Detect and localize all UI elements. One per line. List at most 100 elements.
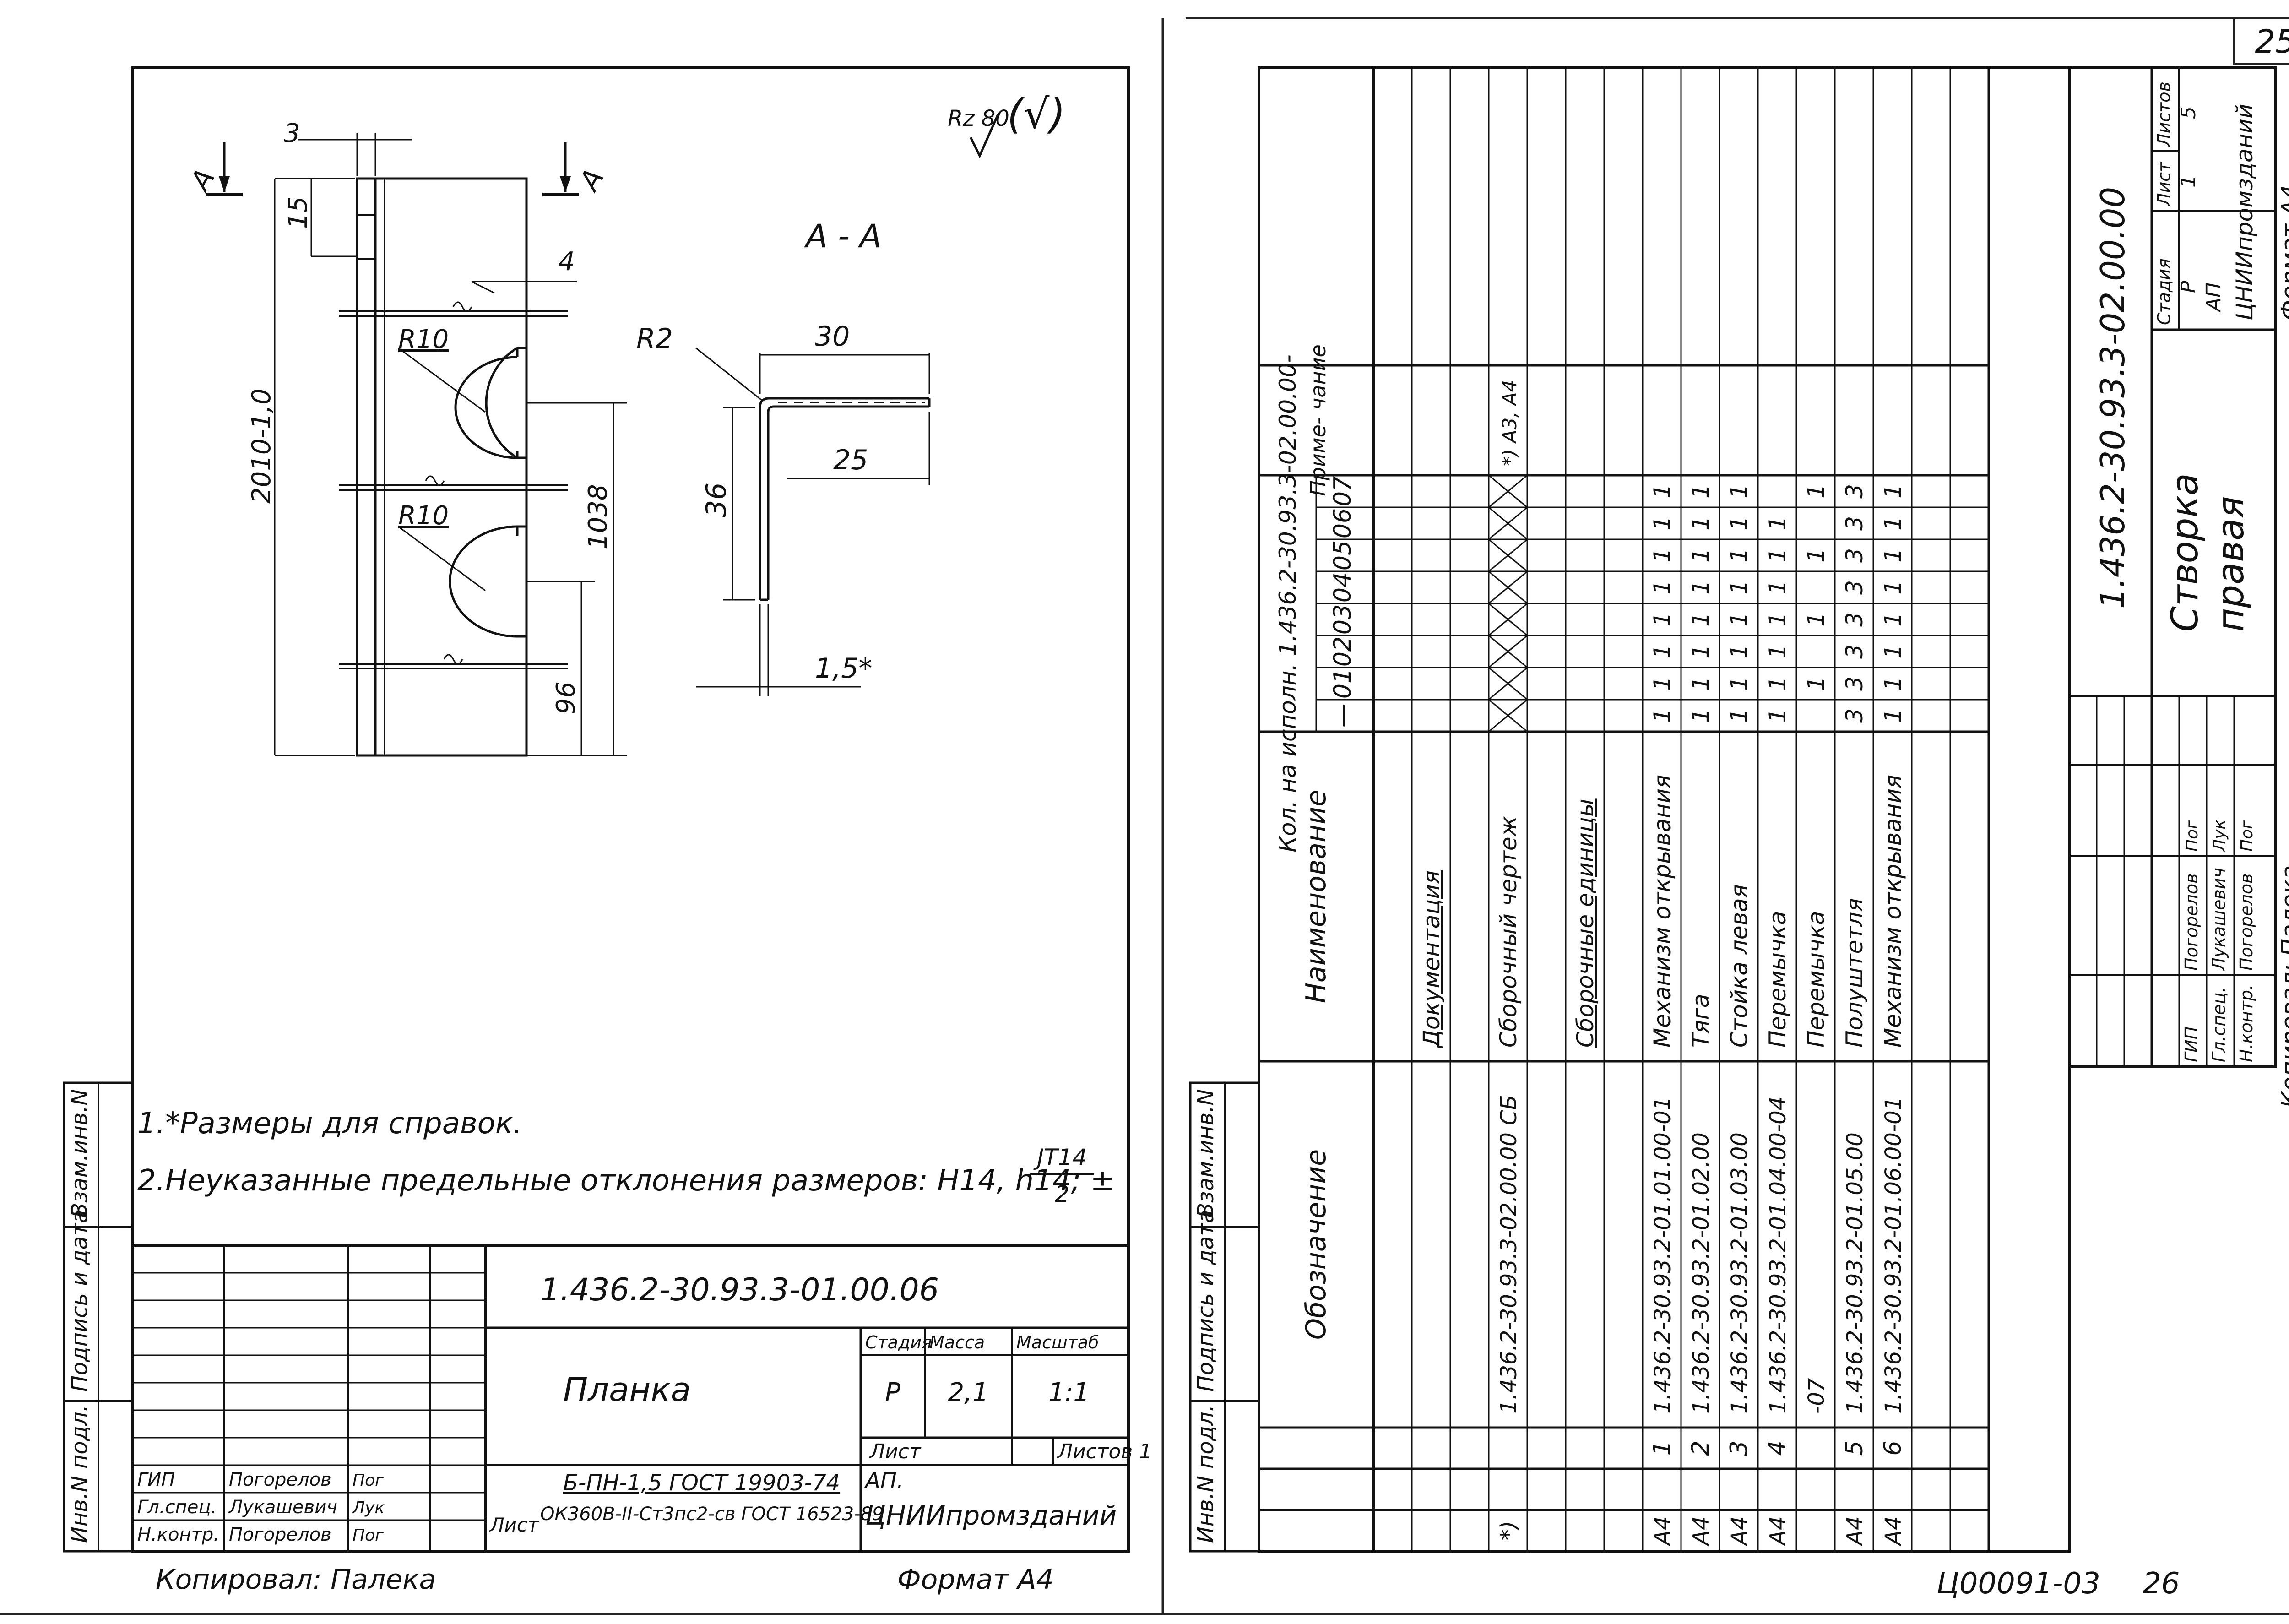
qty-cell: 1 <box>1880 516 1906 531</box>
row-note: *) А3, А4 <box>1498 380 1521 466</box>
r-side-label-replace: Взам.инв.N <box>1193 1089 1219 1218</box>
col-stage: Стадия <box>865 1332 932 1352</box>
role-2: Гл.спец. <box>137 1497 217 1518</box>
r-sign-2: Лук <box>2210 820 2229 853</box>
person-3: Погорелов <box>229 1524 331 1545</box>
qty-cell: 1 <box>1803 676 1829 691</box>
row-name: Полуштетля <box>1841 898 1868 1048</box>
org-ap: АП. <box>864 1468 904 1494</box>
dim-15: 15 <box>283 196 313 229</box>
dim-25: 25 <box>833 444 868 476</box>
person-1: Погорелов <box>229 1469 331 1490</box>
dim-r2: R2 <box>636 323 673 355</box>
qty-cell: 1 <box>1649 644 1676 659</box>
qty-cell: 3 <box>1841 708 1868 723</box>
r-col-sheets: Листов <box>2154 81 2174 147</box>
cross-mark <box>1488 635 1528 668</box>
mass-value: 2,1 <box>948 1378 988 1407</box>
sign-2: Лук <box>352 1499 385 1517</box>
r-role-2: Гл.спец. <box>2209 987 2229 1062</box>
qty-cell: 1 <box>1764 676 1791 691</box>
qty-cell: 1 <box>1687 676 1714 691</box>
row-name: Сборочные единицы <box>1572 798 1599 1048</box>
qty-cell: 1 <box>1726 580 1752 595</box>
right-name-1: Створка <box>2164 473 2206 632</box>
material-line2: ОК360В-II-Ст3пс2-св ГОСТ 16523-89 <box>540 1504 884 1525</box>
variant-7: 07 <box>1329 476 1356 506</box>
qty-cell: 1 <box>1726 676 1752 691</box>
qty-cell: 1 <box>1726 484 1752 499</box>
note-2: 2.Неуказанные предельные отклонения разм… <box>137 1164 1115 1198</box>
stage-value: Р <box>885 1378 900 1407</box>
qty-cell: 1 <box>1880 612 1906 627</box>
row-designation: 1.436.2-30.93.3-02.00.00 СБ <box>1496 1095 1522 1414</box>
left-sheet: Инв.N подл. Подпись и дата Взам.инв.N Rz… <box>63 66 1152 1596</box>
dim-1-5: 1,5* <box>815 652 872 684</box>
sheet-label: Лист <box>869 1440 922 1463</box>
qty-cell: 1 <box>1880 676 1906 691</box>
row-designation: 1.436.2-30.93.2-01.04.00-04 <box>1765 1097 1791 1414</box>
row-designation: -07 <box>1804 1378 1829 1414</box>
header-name: Наименование <box>1300 790 1332 1003</box>
left-copied: Копировал: Палека <box>156 1564 436 1596</box>
dim-30: 30 <box>815 320 850 353</box>
dim-3: 3 <box>284 119 300 148</box>
qty-cell: 1 <box>1803 612 1829 627</box>
cut-mark-left: А <box>183 163 221 197</box>
row-designation: 1.436.2-30.93.2-01.06.00-01 <box>1881 1097 1906 1414</box>
row-designation: 1.436.2-30.93.2-01.02.00 <box>1688 1132 1714 1414</box>
bottom-page: 26 <box>2143 1567 2180 1601</box>
r-person-3: Погорелов <box>2236 874 2256 971</box>
r-col-sheet: Лист <box>2154 161 2174 207</box>
r-side-label-sign: Подпись и дата <box>1193 1210 1219 1392</box>
note-fraction-num: JT14 <box>1033 1144 1087 1171</box>
r-sheet: 1 <box>2177 175 2200 188</box>
header-designation: Обозначение <box>1300 1149 1332 1340</box>
row-position: 5 <box>1841 1440 1868 1456</box>
org-name: ЦНИИпромзданий <box>865 1500 1117 1531</box>
row-position: 2 <box>1687 1440 1714 1456</box>
note-1: 1.*Размеры для справок. <box>137 1107 522 1141</box>
row-format: А4 <box>1688 1516 1714 1546</box>
row-name: Стойка левая <box>1726 884 1752 1048</box>
row-position: 4 <box>1764 1440 1791 1456</box>
sign-1: Пог <box>353 1471 384 1490</box>
qty-cell: 1 <box>1764 548 1791 563</box>
qty-cell: 3 <box>1841 676 1868 691</box>
r-org-name: ЦНИИпромзданий <box>2231 104 2258 320</box>
qty-cell: 1 <box>1687 580 1714 595</box>
row-format: А4 <box>1727 1516 1752 1546</box>
row-position: 3 <box>1725 1440 1753 1456</box>
variant-2: 02 <box>1329 636 1356 667</box>
row-position: 1 <box>1649 1440 1676 1456</box>
qty-cell: 1 <box>1649 484 1676 499</box>
qty-cell: 1 <box>1764 580 1791 595</box>
header-note: Приме- чание <box>1306 344 1330 496</box>
role-3: Н.контр. <box>137 1524 219 1545</box>
qty-cell: 1 <box>1764 612 1791 627</box>
row-designation: 1.436.2-30.93.2-01.01.00-01 <box>1650 1097 1676 1414</box>
section-label: А - А <box>804 217 882 255</box>
role-1: ГИП <box>137 1469 175 1490</box>
qty-cell: 1 <box>1687 516 1714 531</box>
right-title-block <box>2068 66 2277 1068</box>
qty-cell: 1 <box>1649 708 1676 723</box>
r-sign-1: Пог <box>2183 820 2202 852</box>
qty-cell: 1 <box>1726 548 1752 563</box>
row-name: Механизм открывания <box>1649 775 1676 1048</box>
dim-4: 4 <box>559 247 575 277</box>
r-person-2: Лукашевич <box>2209 868 2229 972</box>
left-part-name: Планка <box>563 1370 691 1409</box>
qty-cell: 3 <box>1841 516 1868 531</box>
qty-cell: 1 <box>1803 484 1829 499</box>
left-code: 1.436.2-30.93.3-01.00.06 <box>540 1272 939 1308</box>
dim-96: 96 <box>551 682 581 714</box>
qty-cell: 1 <box>1803 548 1829 563</box>
qty-cell: 1 <box>1687 612 1714 627</box>
dim-1038: 1038 <box>583 484 613 549</box>
page-number: 25 <box>2255 23 2289 60</box>
qty-cell: 1 <box>1764 644 1791 659</box>
row-designation: 1.436.2-30.93.2-01.05.00 <box>1842 1132 1868 1414</box>
